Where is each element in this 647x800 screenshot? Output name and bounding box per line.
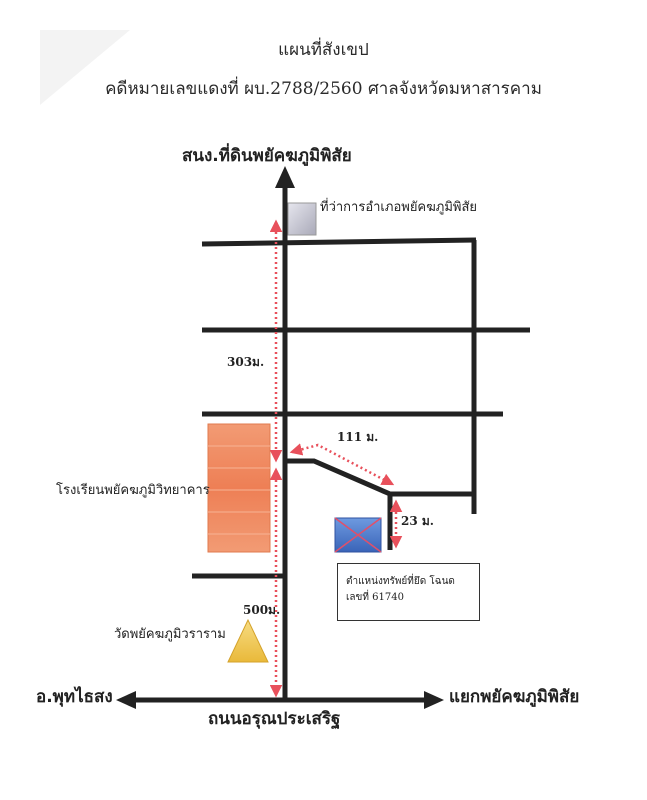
west-destination-label: อ.พุทไธสง <box>36 687 113 707</box>
district-office-marker <box>287 202 317 236</box>
scan-corner-shade <box>40 30 130 105</box>
arrow-left-icon <box>116 691 136 709</box>
distance-label-23: 23 ม. <box>401 514 434 528</box>
page-subtitle: คดีหมายเลขแดงที่ ผบ.2788/2560 ศาลจังหวัด… <box>105 79 542 99</box>
property-deed-box: ตำแหน่งทรัพย์ที่ยึด โฉนด เลขที่ 61740 <box>337 563 480 621</box>
temple-label: วัดพยัคฆภูมิวราราม <box>114 627 226 642</box>
distance-label-500: 500ม. <box>243 603 281 617</box>
page-title: แผนที่สังเขป <box>278 40 369 60</box>
distance-label-303: 303ม. <box>227 355 265 369</box>
east-destination-label: แยกพยัคฆภูมิพิสัย <box>449 687 580 707</box>
distance-label-111: 111 ม. <box>337 430 379 444</box>
road-1 <box>201 237 477 247</box>
school-marker <box>207 423 271 553</box>
school-label: โรงเรียนพยัคฆภูมิวิทยาคาร <box>56 483 210 498</box>
property-deed-line-1: ตำแหน่งทรัพย์ที่ยึด โฉนด <box>346 576 455 587</box>
cross-icon <box>334 517 382 553</box>
north-destination-label: สนง.ที่ดินพยัคฆภูมิพิสัย <box>182 146 352 166</box>
triangle-icon <box>227 618 269 663</box>
distance-arrow-111 <box>289 443 395 486</box>
main-road-name-label: ถนนอรุณประเสริฐ <box>208 709 341 729</box>
school-stripes <box>208 445 270 535</box>
district-office-label: ที่ว่าการอำเภอพยัคฆภูมิพิสัย <box>320 200 478 215</box>
arrow-right-icon <box>424 691 444 709</box>
property-deed-line-2: เลขที่ 61740 <box>346 591 404 603</box>
arrow-up-icon <box>275 166 295 188</box>
distance-indicators <box>269 219 403 698</box>
